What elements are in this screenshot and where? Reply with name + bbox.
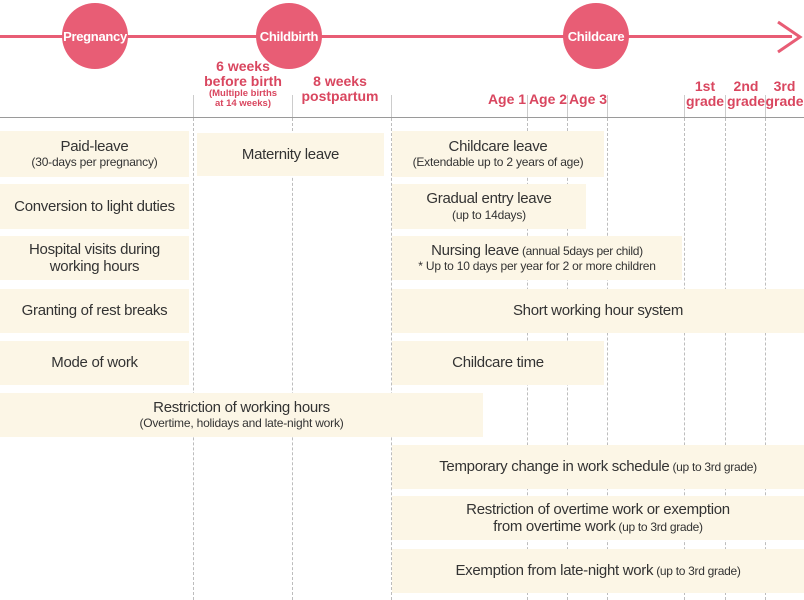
marker-line: 6 weeks (216, 58, 270, 74)
tick (527, 95, 528, 117)
bar-title: from overtime work (493, 518, 616, 535)
tick (607, 95, 608, 117)
bar-title: Short working hour system (512, 302, 684, 320)
bar-title-row: Temporary change in work schedule (up to… (439, 458, 757, 475)
bar-inline-note: (up to 3rd grade) (615, 520, 703, 534)
timeline-axis (0, 117, 804, 118)
bar-hospital-visits: Hospital visits during working hours (0, 236, 189, 280)
bar-title: Gradual entry leave (426, 190, 552, 208)
stage-pregnancy: Pregnancy (62, 3, 128, 69)
guide-line (193, 118, 194, 600)
bar-title: Mode of work (51, 354, 138, 372)
bar-title: Exemption from late-night work (455, 562, 654, 580)
marker-line: 1st (694, 78, 716, 94)
bar-gradual-entry-leave: Gradual entry leave (up to 14days) (392, 184, 586, 229)
bar-title: working hours (49, 258, 140, 275)
marker-age-1: Age 1 (486, 91, 528, 107)
marker-line: Age 3 (568, 91, 608, 107)
bar-rest-breaks: Granting of rest breaks (0, 289, 189, 333)
marker-line: grade (685, 93, 725, 110)
bar-title: Restriction of overtime work or exemptio… (466, 500, 730, 518)
bar-title: Maternity leave (241, 145, 340, 163)
bar-inline-note: (up to 3rd grade) (669, 460, 757, 475)
guide-line (765, 118, 766, 600)
bar-note: (Extendable up to 2 years of age) (412, 155, 584, 170)
tick (765, 95, 766, 117)
marker-line: Age 2 (528, 91, 568, 107)
guide-line (725, 118, 726, 600)
marker-2nd-grade: 2nd grade (725, 78, 767, 110)
marker-6-weeks-before-birth: 6 weeks before birth (Multiple births at… (196, 58, 290, 110)
tick (292, 95, 293, 117)
bar-note: (Overtime, holidays and late-night work) (139, 416, 344, 431)
arrow-right-icon (777, 20, 803, 54)
stage-childbirth: Childbirth (256, 3, 322, 69)
bar-title: Temporary change in work schedule (439, 458, 670, 476)
marker-8-weeks-postpartum: 8 weeks postpartum (294, 73, 386, 105)
bar-childcare-time: Childcare time (392, 341, 604, 385)
stage-childcare: Childcare (563, 3, 629, 69)
marker-line: 8 weeks (313, 73, 367, 89)
bar-title: Childcare leave (448, 137, 548, 155)
bar-inline-note: (annual 5days per child) (518, 243, 643, 258)
bar-note: * Up to 10 days per year for 2 or more c… (418, 259, 656, 274)
guide-line (684, 118, 685, 600)
bar-inline-note: (up to 3rd grade) (653, 564, 741, 579)
bar-short-working-hours: Short working hour system (392, 289, 804, 333)
tick (725, 95, 726, 117)
bar-light-duties: Conversion to light duties (0, 184, 189, 229)
bar-childcare-leave: Childcare leave (Extendable up to 2 year… (392, 131, 604, 177)
bar-temporary-schedule-change: Temporary change in work schedule (up to… (392, 445, 804, 489)
marker-note: at 14 weeks) (215, 98, 271, 110)
bar-title-row: Nursing leave (annual 5days per child) (431, 242, 643, 259)
bar-overtime-restriction: Restriction of overtime work or exemptio… (392, 496, 804, 540)
guide-line (391, 118, 392, 600)
bar-nursing-leave: Nursing leave (annual 5days per child) *… (392, 236, 682, 280)
bar-maternity-leave: Maternity leave (197, 133, 384, 176)
bar-title: Conversion to light duties (14, 197, 175, 215)
marker-note: (Multiple births (208, 88, 278, 100)
marker-line: Age 1 (487, 91, 527, 107)
bar-mode-of-work: Mode of work (0, 341, 189, 385)
bar-title: Paid-leave (60, 137, 129, 155)
marker-line: 2nd (733, 78, 759, 94)
timeline-line (0, 35, 792, 38)
bar-title-row: from overtime work (up to 3rd grade) (493, 518, 703, 535)
marker-age-2: Age 2 (527, 91, 569, 107)
marker-line: postpartum (301, 88, 379, 105)
bar-title-row: Exemption from late-night work (up to 3r… (455, 562, 740, 579)
tick (391, 95, 392, 117)
tick (193, 95, 194, 117)
marker-1st-grade: 1st grade (684, 78, 726, 110)
bar-title: Restriction of working hours (153, 398, 330, 416)
marker-age-3: Age 3 (567, 91, 609, 107)
bar-paid-leave: Paid-leave (30-days per pregnancy) (0, 131, 189, 177)
marker-3rd-grade: 3rd grade (765, 78, 804, 110)
bar-note: (30-days per pregnancy) (31, 155, 158, 170)
bar-title: Nursing leave (431, 241, 519, 259)
marker-line: before birth (204, 73, 282, 90)
guide-line (292, 118, 293, 600)
bar-note: (up to 14days) (452, 207, 526, 222)
tick (684, 95, 685, 117)
marker-line: grade (765, 93, 804, 110)
marker-line: 3rd (773, 78, 796, 94)
bar-title: Hospital visits during (29, 240, 160, 258)
bar-title: Childcare time (452, 354, 544, 372)
bar-title: Granting of rest breaks (21, 302, 168, 320)
marker-line: grade (726, 93, 766, 110)
bar-late-night-exemption: Exemption from late-night work (up to 3r… (392, 549, 804, 593)
bar-restriction-working-hours: Restriction of working hours (Overtime, … (0, 393, 483, 437)
guide-line (607, 118, 608, 600)
tick (567, 95, 568, 117)
